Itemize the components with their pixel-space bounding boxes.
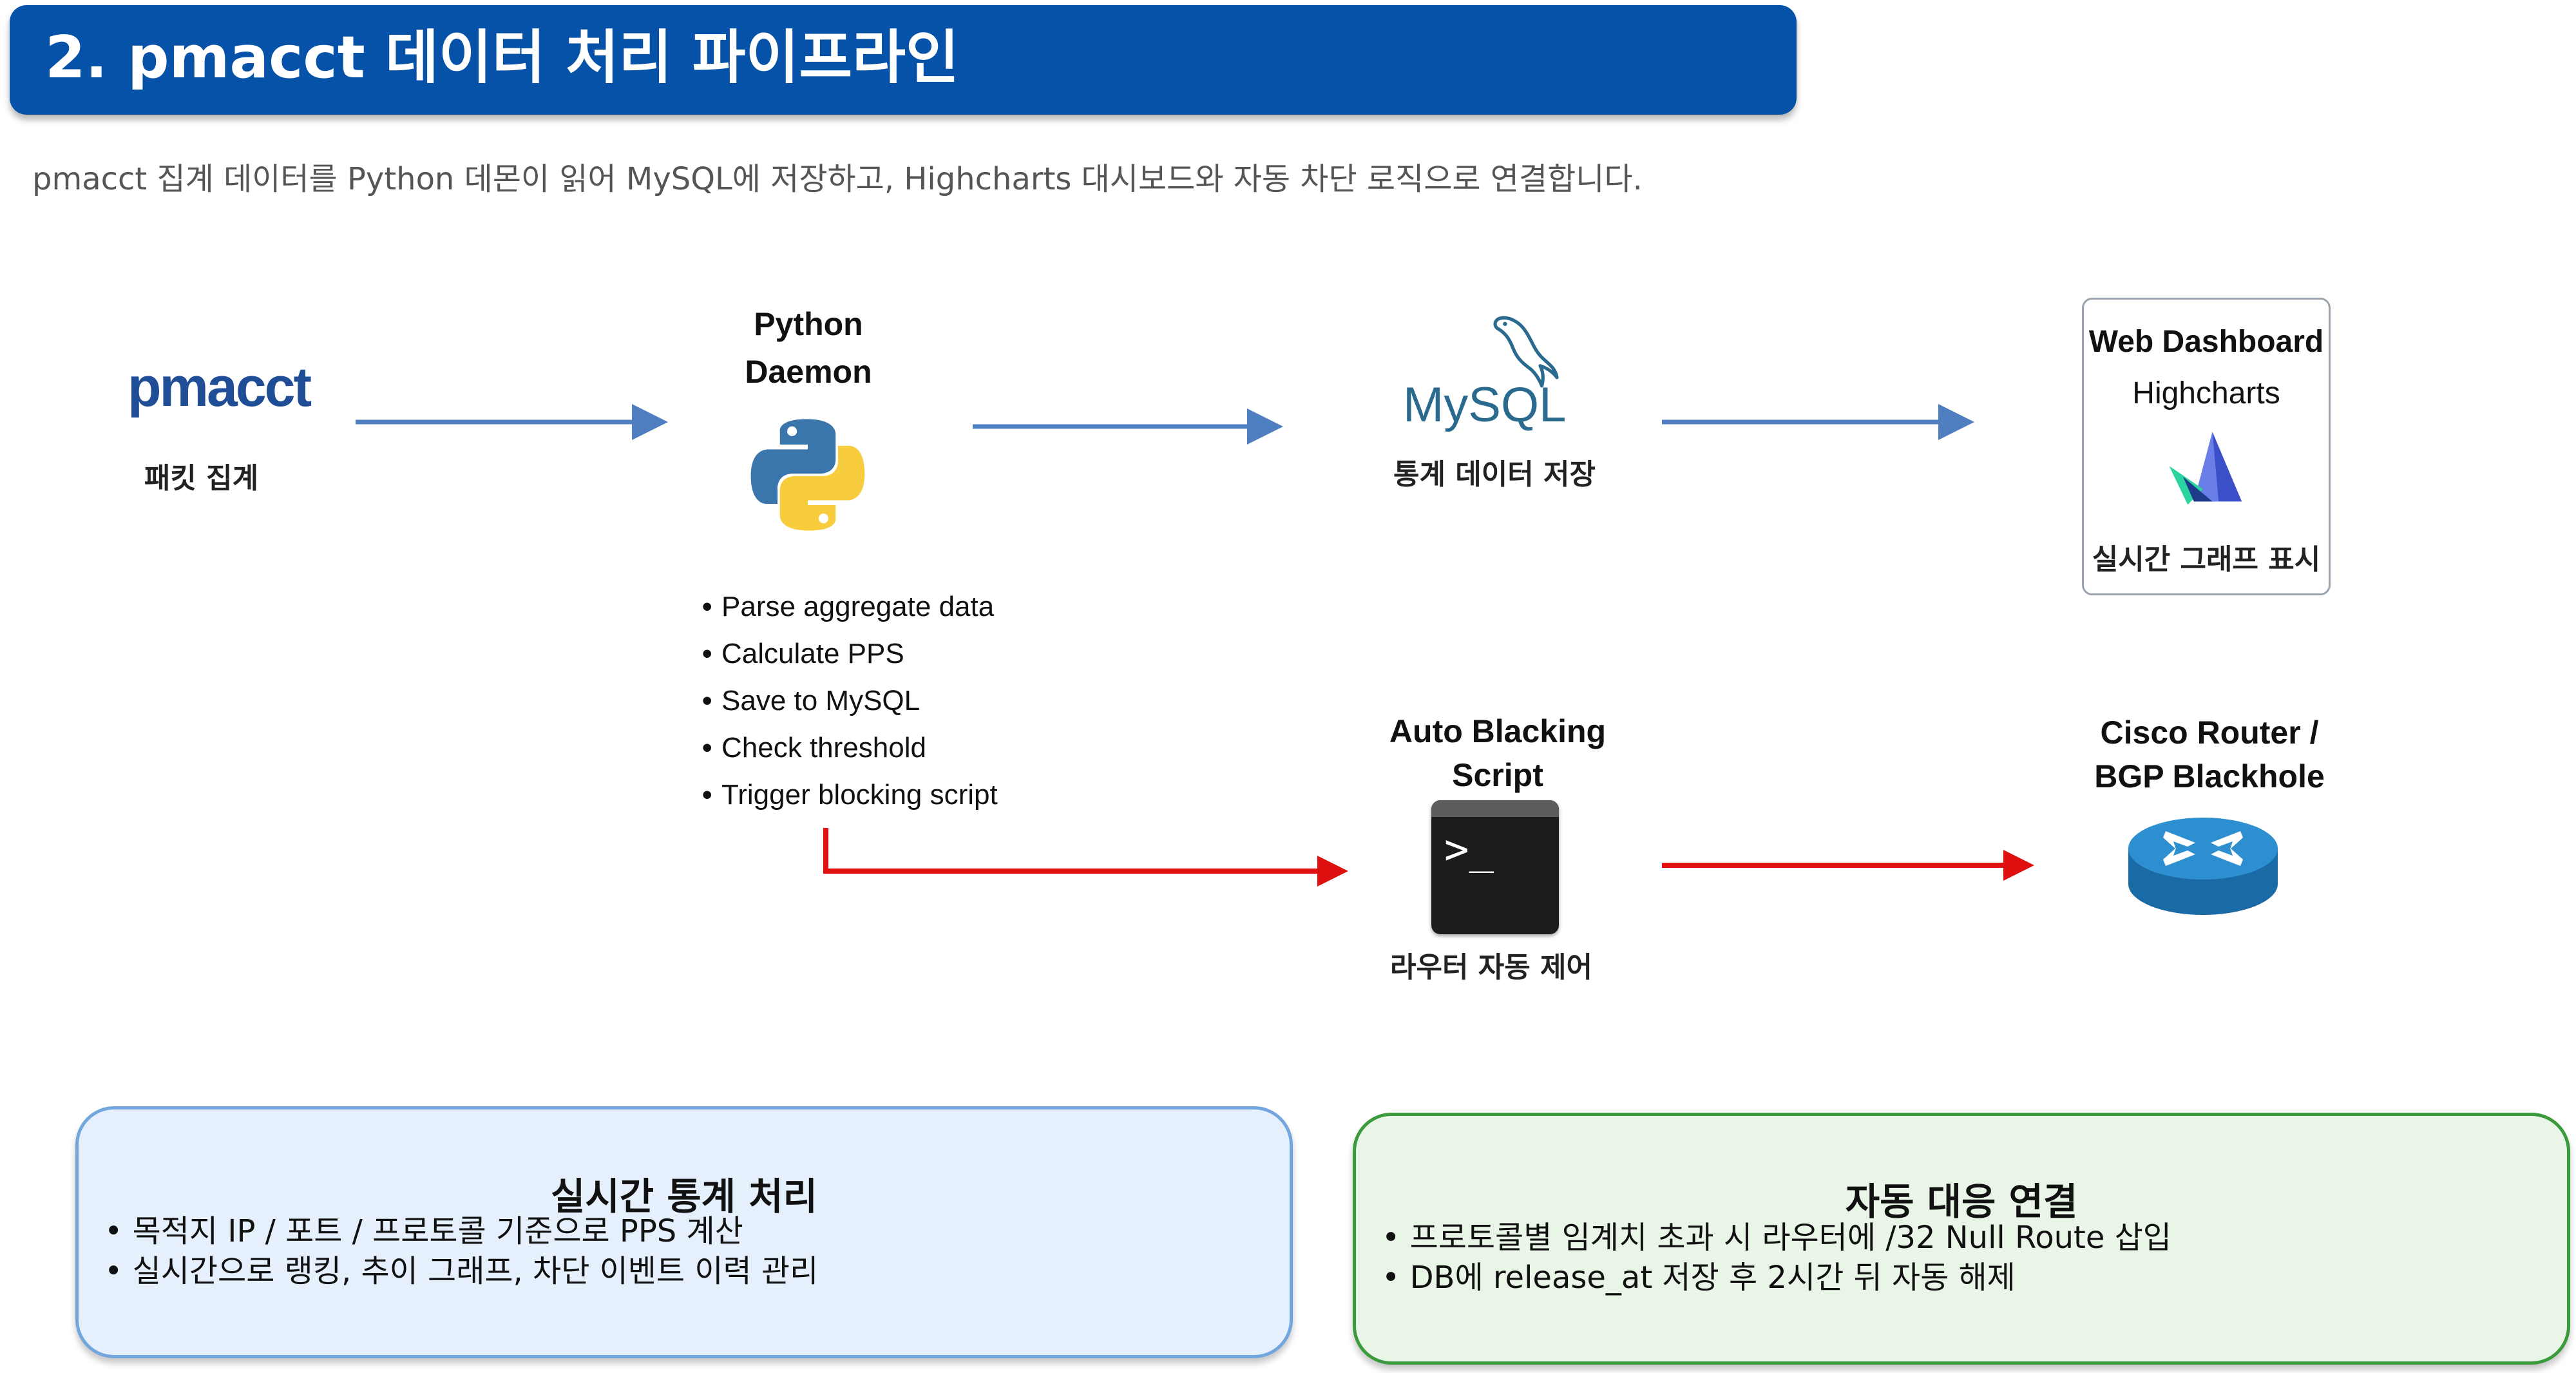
mysql-caption: 통계 데이터 저장 (1393, 458, 1596, 491)
auto-response-card (1353, 1113, 2570, 1365)
script-caption: 라우터 자동 제어 (1390, 951, 1592, 984)
step-item: •Trigger blocking script (702, 779, 998, 811)
realtime-stats-item: • 목적지 IP / 포트 / 프로토콜 기준으로 PPS 계산 (104, 1213, 743, 1249)
arrow-python-to-script (823, 828, 1348, 887)
auto-response-item: • DB에 release_at 저장 후 2시간 뒤 자동 해제 (1382, 1260, 2016, 1296)
step-label: Parse aggregate data (721, 591, 995, 622)
dashboard-title-line2: Highcharts (2132, 376, 2280, 410)
router-icon (2128, 818, 2278, 915)
terminal-prompt: >_ (1444, 826, 1494, 874)
title-bar (10, 5, 1797, 115)
highcharts-logo-icon (2169, 432, 2242, 505)
realtime-stats-title: 실시간 통계 처리 (551, 1175, 817, 1218)
step-item: •Check threshold (702, 732, 926, 763)
python-title-line1: Python (754, 306, 863, 342)
auto-response-item: • 프로토콜별 임계치 초과 시 라우터에 /32 Null Route 삽입 (1382, 1220, 2171, 1256)
router-title-line2: BGP Blackhole (2094, 758, 2325, 794)
step-item: •Save to MySQL (702, 685, 921, 716)
realtime-stats-card (75, 1106, 1293, 1358)
python-steps: •Parse aggregate data •Calculate PPS •Sa… (702, 583, 998, 818)
pmacct-caption: 패킷 집계 (144, 462, 259, 495)
realtime-stats-item: • 실시간으로 랭킹, 추이 그래프, 차단 이벤트 이력 관리 (104, 1253, 819, 1289)
pmacct-logo: pmacct (128, 356, 312, 418)
page-subtitle: pmacct 집계 데이터를 Python 데몬이 읽어 MySQL에 저장하고… (32, 161, 1643, 197)
mysql-logo: MySQL (1403, 378, 1567, 432)
step-label: Check threshold (721, 732, 926, 763)
dashboard-title-line1: Web Dashboard (2088, 325, 2324, 359)
script-title-line2: Script (1452, 757, 1543, 793)
auto-response-title: 자동 대응 연결 (1845, 1180, 2078, 1224)
dolphin-icon (1493, 316, 1559, 388)
step-item: •Parse aggregate data (702, 591, 995, 622)
script-title-line1: Auto Blacking (1389, 713, 1607, 749)
step-item: •Calculate PPS (702, 638, 904, 669)
step-label: Trigger blocking script (721, 779, 998, 811)
router-title-line1: Cisco Router / (2100, 715, 2319, 751)
terminal-icon: >_ (1431, 800, 1559, 934)
step-label: Save to MySQL (721, 685, 921, 716)
python-logo-icon (750, 419, 865, 531)
step-label: Calculate PPS (721, 638, 904, 669)
python-title-line2: Daemon (745, 354, 872, 390)
dashboard-caption: 실시간 그래프 표시 (2092, 543, 2321, 576)
page-title: 2. pmacct 데이터 처리 파이프라인 (45, 24, 959, 91)
dashboard-card (2082, 298, 2331, 595)
